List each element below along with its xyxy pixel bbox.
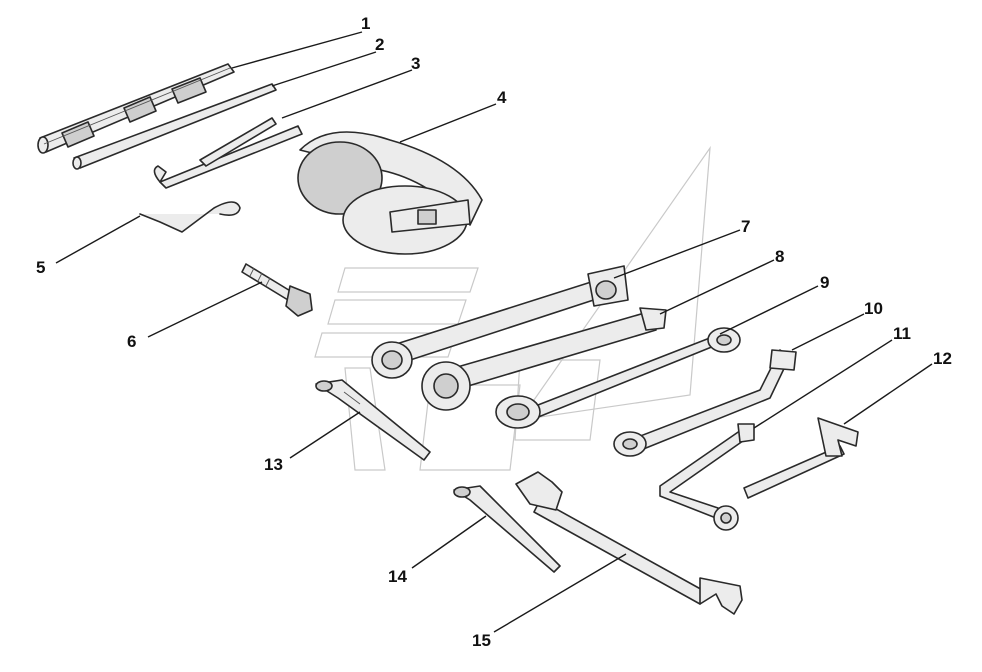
leader-15 xyxy=(493,553,627,633)
tool-9-ring-spanner xyxy=(495,327,741,429)
tool-11-box-key xyxy=(659,423,755,531)
callout-15: 15 xyxy=(472,631,491,650)
leader-7 xyxy=(613,229,741,279)
leader-5 xyxy=(55,215,141,264)
tool-1-handle xyxy=(37,63,235,154)
tool-5-wire-key xyxy=(139,201,241,233)
callout-labels: 1 2 3 4 5 6 7 8 9 10 11 12 13 14 15 xyxy=(36,14,952,650)
leader-11 xyxy=(753,339,893,429)
tool-2-rod xyxy=(72,83,277,170)
tool-12-hex-key xyxy=(743,417,859,499)
callout-9: 9 xyxy=(820,273,829,292)
callout-6: 6 xyxy=(127,332,136,351)
leader-3 xyxy=(281,69,413,119)
callout-12: 12 xyxy=(933,349,952,368)
leader-8 xyxy=(659,259,775,315)
callout-10: 10 xyxy=(864,299,883,318)
callout-11: 11 xyxy=(893,324,911,343)
callout-1: 1 xyxy=(361,14,370,33)
leader-1 xyxy=(231,31,363,69)
leader-4 xyxy=(399,103,497,143)
tool-6-bolt xyxy=(241,263,313,317)
callout-5: 5 xyxy=(36,258,45,277)
callout-2: 2 xyxy=(375,35,384,54)
tool-4-ear-defenders xyxy=(297,131,483,255)
tool-13-screwdriver xyxy=(315,379,431,461)
callout-14: 14 xyxy=(388,567,407,586)
leader-lines xyxy=(55,31,933,633)
tool-14-flat-screwdriver xyxy=(453,485,561,573)
tool-10-offset-spanner xyxy=(613,349,797,457)
leader-14 xyxy=(411,515,487,569)
callout-8: 8 xyxy=(775,247,784,266)
leader-13 xyxy=(289,411,361,459)
tool-15-open-spanner xyxy=(515,471,743,615)
leader-2 xyxy=(271,51,377,87)
callout-13: 13 xyxy=(264,455,283,474)
leader-6 xyxy=(147,281,263,338)
leader-12 xyxy=(843,363,933,425)
watermark-logo xyxy=(314,145,711,471)
tool-3-lever xyxy=(153,117,303,189)
leader-10 xyxy=(791,313,865,351)
callout-4: 4 xyxy=(497,88,507,107)
callout-3: 3 xyxy=(411,54,420,73)
tool-8-socket-wrench xyxy=(421,307,667,411)
leader-9 xyxy=(719,285,819,335)
callout-7: 7 xyxy=(741,217,750,236)
